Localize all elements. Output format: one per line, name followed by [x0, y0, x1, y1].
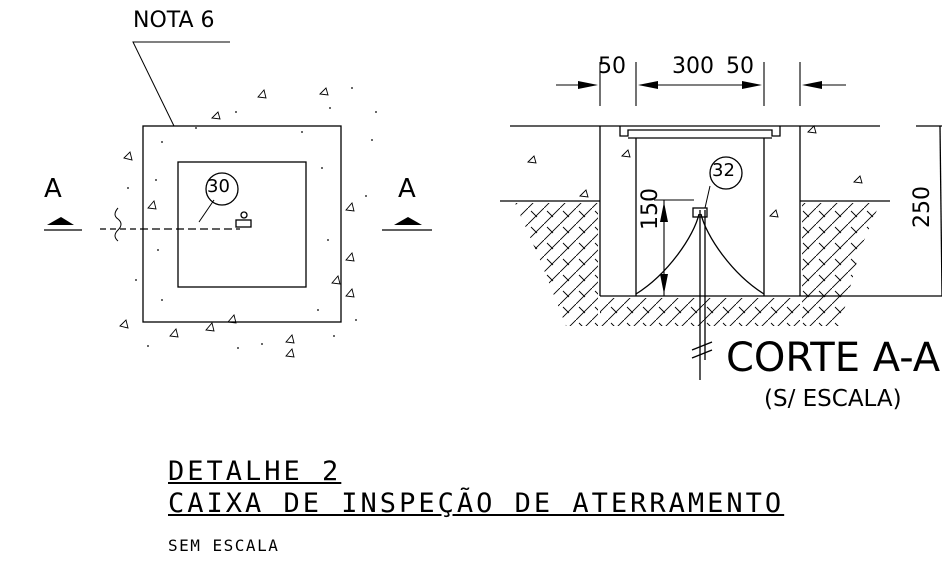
note-label: NOTA 6 — [133, 8, 215, 33]
dimension-arrows — [578, 81, 822, 294]
clamp-plan — [235, 219, 252, 228]
section-view — [500, 125, 942, 297]
section-title: CORTE A-A — [726, 335, 941, 381]
ground-rod — [635, 156, 765, 380]
dim-right-label: 50 — [726, 54, 754, 79]
plan-view — [44, 41, 432, 323]
bubble-30-label: 30 — [207, 176, 230, 197]
plan-outer-wall — [142, 125, 342, 323]
soil-hatch — [515, 203, 880, 326]
section-concrete — [527, 125, 863, 218]
concrete-dots — [127, 87, 377, 349]
bubble-32-circle — [709, 156, 743, 190]
section-arrow-left — [47, 217, 74, 225]
plan-inner-opening — [177, 161, 307, 288]
dim-left-label: 50 — [598, 54, 626, 79]
break-symbol — [114, 207, 122, 242]
detail-description: CAIXA DE INSPEÇÃO DE ATERRAMENTO — [168, 488, 785, 519]
dim-rod-height-label: 150 — [638, 188, 663, 230]
detail-title: DETALHE 2 — [168, 456, 342, 487]
dim-box-height-label: 250 — [910, 186, 935, 228]
bubble-32-label: 32 — [712, 160, 735, 181]
note-leader — [132, 41, 230, 127]
detail-scale: SEM ESCALA — [168, 536, 280, 555]
bubble-30-circle — [205, 172, 239, 206]
dim-middle-label: 300 — [672, 54, 714, 79]
section-arrow-right — [394, 217, 422, 225]
lid — [619, 126, 781, 137]
section-marker-left: A — [44, 174, 62, 204]
concrete-stipple — [119, 87, 355, 358]
section-scale: (S/ ESCALA) — [764, 386, 902, 412]
section-marker-right: A — [398, 174, 416, 204]
